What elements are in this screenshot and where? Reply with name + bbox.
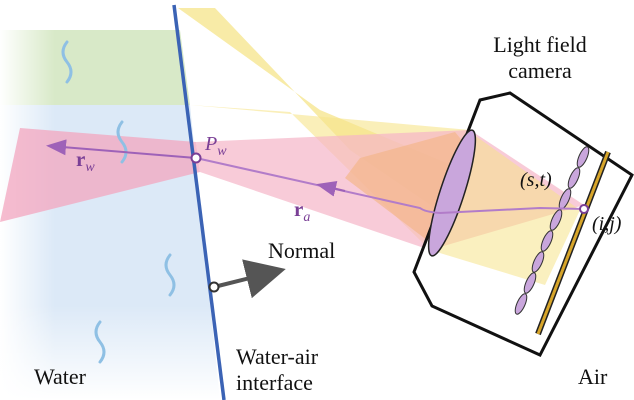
microlens-6 [531,251,545,273]
interface-line [172,4,226,400]
st-label: (s,t) [520,169,552,191]
camera-label-line2: camera [508,58,572,83]
microlens-array [514,146,590,315]
ray-air-arrow [316,180,346,197]
point-ij [579,204,589,214]
ripple-3 [164,253,176,297]
microlens-5 [540,230,554,252]
interface-label-line1: Water-air [236,344,319,369]
pw-label-sub: w [217,144,227,159]
interface-label-line2: interface [236,370,313,395]
normal-label: Normal [268,238,335,263]
sensor-plane-fill [536,151,610,335]
rw-label: rw [76,147,95,175]
main-lens [427,129,477,257]
microlens-4 [549,209,563,231]
ripple-2 [116,120,128,164]
microlens-1 [576,146,590,168]
air-label: Air [578,364,608,389]
microlens-7 [523,272,537,294]
water-label: Water [34,364,87,389]
rw-label-sub: w [85,160,95,175]
ra-label: ra [294,197,310,225]
ra-label-main: r [294,197,303,221]
pw-label-main: P [204,133,217,155]
ripple-1 [61,40,73,84]
normal-arrow [213,259,286,299]
microlens-2 [567,167,581,189]
microlens-8 [514,293,528,315]
normal-origin [208,281,220,293]
water-ripples [61,40,176,364]
ray-air [195,157,585,215]
pw-label: Pw [204,133,227,159]
ij-label: (i,j) [592,213,622,235]
ray-water [46,139,197,159]
ra-label-sub: a [303,210,310,225]
ripple-4 [94,320,106,364]
camera-label-line1: Light field [493,32,586,57]
rw-label-main: r [76,147,85,171]
point-pw [190,152,202,164]
